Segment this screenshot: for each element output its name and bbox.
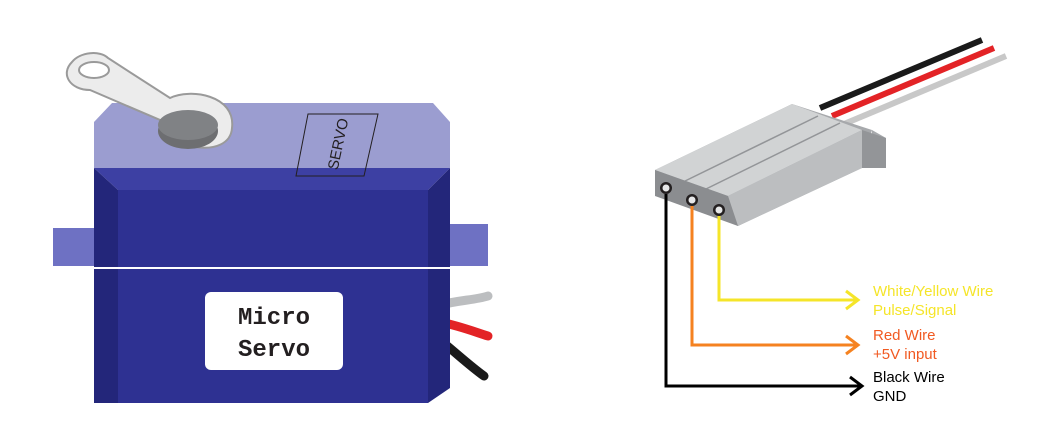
horn-hole	[78, 61, 110, 79]
ground-wire-label: Black Wire	[873, 369, 945, 386]
connector-side	[728, 130, 862, 226]
pin-power	[688, 196, 696, 204]
horn-hub-top	[158, 110, 218, 140]
cable-black	[818, 37, 984, 111]
signal-arrow-icon	[845, 289, 861, 311]
signal-function-label: Pulse/Signal	[873, 302, 956, 319]
power-function-label: +5V input	[873, 346, 938, 363]
power-leader-line	[690, 206, 858, 347]
connector-latch	[862, 130, 886, 168]
connector-groove-1	[682, 115, 819, 183]
left-mounting-tab	[53, 228, 96, 266]
servo-bevel	[94, 168, 450, 190]
pin-signal	[715, 206, 723, 214]
servo-name-plate	[205, 292, 343, 370]
signal-wire-label: White/Yellow Wire	[873, 283, 993, 300]
connector-illustration: White/Yellow Wire Pulse/Signal Red Wire …	[655, 37, 1008, 405]
pin-ground	[662, 184, 670, 192]
servo-side-face	[94, 168, 118, 403]
connector-top	[655, 104, 862, 196]
connector-groove-2	[705, 122, 841, 190]
ground-function-label: GND	[873, 388, 907, 405]
power-arrow-icon	[845, 334, 861, 356]
ground-arrow-icon	[849, 375, 865, 397]
power-wire-label: Red Wire	[873, 327, 936, 344]
signal-leader-line	[717, 216, 858, 302]
servo-name-line2: Servo	[238, 337, 310, 364]
ground-leader-line	[664, 194, 862, 388]
servo-right-face	[428, 168, 450, 403]
servo-top-label-box	[295, 113, 379, 177]
servo-name-line1: Micro	[238, 305, 310, 332]
cable-red	[830, 45, 996, 119]
cable-white	[842, 53, 1008, 127]
micro-servo-illustration: SERVO Micro Servo	[53, 52, 493, 403]
servo-horn	[65, 52, 234, 149]
